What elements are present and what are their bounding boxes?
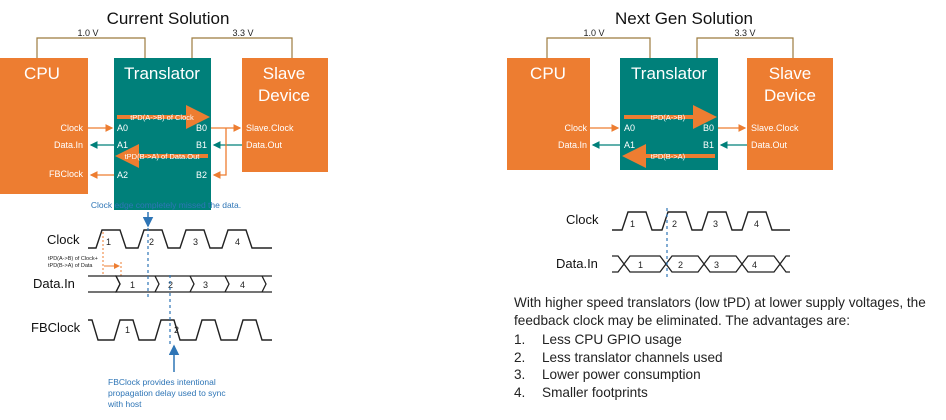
advantage-num: 2. xyxy=(514,349,526,365)
right-clock-num-3: 3 xyxy=(713,219,718,229)
left-datain-leading xyxy=(88,275,121,293)
left-cpu-block xyxy=(0,58,88,194)
advantage-item: 2. Less translator channels used xyxy=(514,349,944,367)
right-pin-a0: A0 xyxy=(624,123,635,133)
right-datain-waveform xyxy=(612,255,790,273)
advantage-text: Less translator channels used xyxy=(542,349,723,365)
advantage-text: Less CPU GPIO usage xyxy=(542,332,682,347)
left-delay-note-2: tPD(B->A) of Data xyxy=(48,263,93,269)
right-slave-label-2: Device xyxy=(764,86,816,105)
right-wave-label-clock: Clock xyxy=(566,212,599,227)
left-cpu-label: CPU xyxy=(24,64,60,83)
left-clock-num-4: 4 xyxy=(235,237,240,247)
left-note-bottom-1: FBClock provides intentional xyxy=(108,377,216,387)
right-rail-high-label: 3.3 V xyxy=(734,28,755,38)
advantage-num: 3. xyxy=(514,367,526,382)
left-note-bottom-3: with host xyxy=(107,399,142,409)
left-delay-note-1: tPD(A->B) of Clock+ xyxy=(48,256,98,262)
right-rail-low-label: 1.0 V xyxy=(583,28,604,38)
left-slave-block xyxy=(242,58,328,172)
right-title: Next Gen Solution xyxy=(615,9,753,28)
right-cpu-block xyxy=(507,58,590,170)
left-pin-b2: B2 xyxy=(196,170,207,180)
left-data-num-4: 4 xyxy=(240,280,245,290)
advantage-item: 3. Lower power consumption xyxy=(514,366,944,384)
left-slave-label-1: Slave xyxy=(263,64,306,83)
advantage-text: Smaller footprints xyxy=(542,384,648,400)
right-slave-label-1: Slave xyxy=(769,64,812,83)
right-translator-label: Translator xyxy=(631,64,707,83)
left-clock-num-1: 1 xyxy=(106,237,111,247)
left-slave-label-2: Device xyxy=(258,86,310,105)
right-clock-num-1: 1 xyxy=(630,219,635,229)
right-data-num-3: 3 xyxy=(714,260,719,270)
right-cpu-clock-label: Clock xyxy=(564,123,587,133)
right-slave-block xyxy=(747,58,833,170)
left-slave-clock-label: Slave.Clock xyxy=(246,123,294,133)
right-slave-clock-label: Slave.Clock xyxy=(751,123,799,133)
left-pin-a0: A0 xyxy=(117,123,128,133)
advantage-text: Lower power consumption xyxy=(542,367,701,382)
left-fb-num-1: 1 xyxy=(125,325,130,335)
left-pin-b1: B1 xyxy=(196,140,207,150)
left-data-num-2: 2 xyxy=(168,280,173,290)
left-clock-waveform xyxy=(88,229,272,249)
left-pin-a2: A2 xyxy=(117,170,128,180)
right-signal-wires xyxy=(590,124,747,149)
left-cpu-clock-label: Clock xyxy=(60,123,83,133)
left-arrow-ab-label: tPD(A->B) of Clock xyxy=(130,113,194,122)
left-arrow-ba-label: tPD(B->A) of Data.Out xyxy=(125,152,201,161)
right-cpu-datain-label: Data.In xyxy=(558,140,587,150)
left-fbclock-waveform xyxy=(88,319,272,341)
left-translator-block xyxy=(114,58,211,210)
left-note-bottom-2: propagation delay used to sync xyxy=(108,388,226,398)
right-pin-a1: A1 xyxy=(624,140,635,150)
right-power-rails xyxy=(546,37,794,58)
right-pin-b1: B1 xyxy=(703,140,714,150)
left-data-num-3: 3 xyxy=(203,280,208,290)
right-arrow-ab-label: tPD(A->B) xyxy=(651,113,686,122)
right-data-num-2: 2 xyxy=(678,260,683,270)
advantage-item: 4. Smaller footprints xyxy=(514,384,944,402)
right-clock-num-2: 2 xyxy=(672,219,677,229)
advantage-item: 1. Less CPU GPIO usage xyxy=(514,331,944,349)
left-title: Current Solution xyxy=(107,9,230,28)
advantages-intro: With higher speed translators (low tPD) … xyxy=(514,295,926,328)
left-power-rails xyxy=(36,37,293,58)
right-cpu-label: CPU xyxy=(530,64,566,83)
advantage-num: 1. xyxy=(514,332,526,347)
left-signal-wires xyxy=(88,124,242,179)
left-rail-low-label: 1.0 V xyxy=(77,28,98,38)
right-clock-num-4: 4 xyxy=(754,219,759,229)
left-translator-label: Translator xyxy=(124,64,200,83)
right-arrow-ba-label: tPD(B->A) xyxy=(651,152,686,161)
left-pin-b0: B0 xyxy=(196,123,207,133)
right-data-num-4: 4 xyxy=(752,260,757,270)
left-data-num-1: 1 xyxy=(130,280,135,290)
left-clock-num-2: 2 xyxy=(149,237,154,247)
right-clock-waveform xyxy=(612,211,790,231)
advantage-num: 4. xyxy=(514,384,526,400)
advantages-text: With higher speed translators (low tPD) … xyxy=(514,294,944,401)
left-pin-a1: A1 xyxy=(117,140,128,150)
right-wave-label-datain: Data.In xyxy=(556,256,598,271)
left-datain-waveform xyxy=(114,275,272,293)
left-cpu-fbclock-label: FBClock xyxy=(49,169,84,179)
left-fb-num-2: 2 xyxy=(174,325,179,335)
left-rail-high-label: 3.3 V xyxy=(232,28,253,38)
right-pin-b0: B0 xyxy=(703,123,714,133)
left-wave-label-fbclock: FBClock xyxy=(31,320,81,335)
left-note-missed-edge: Clock edge completely missed the data. xyxy=(91,200,241,210)
left-clock-num-3: 3 xyxy=(193,237,198,247)
right-slave-dataout-label: Data.Out xyxy=(751,140,788,150)
right-data-num-1: 1 xyxy=(638,260,643,270)
left-wave-label-datain: Data.In xyxy=(33,276,75,291)
left-wave-label-clock: Clock xyxy=(47,232,80,247)
left-cpu-datain-label: Data.In xyxy=(54,140,83,150)
left-slave-dataout-label: Data.Out xyxy=(246,140,283,150)
